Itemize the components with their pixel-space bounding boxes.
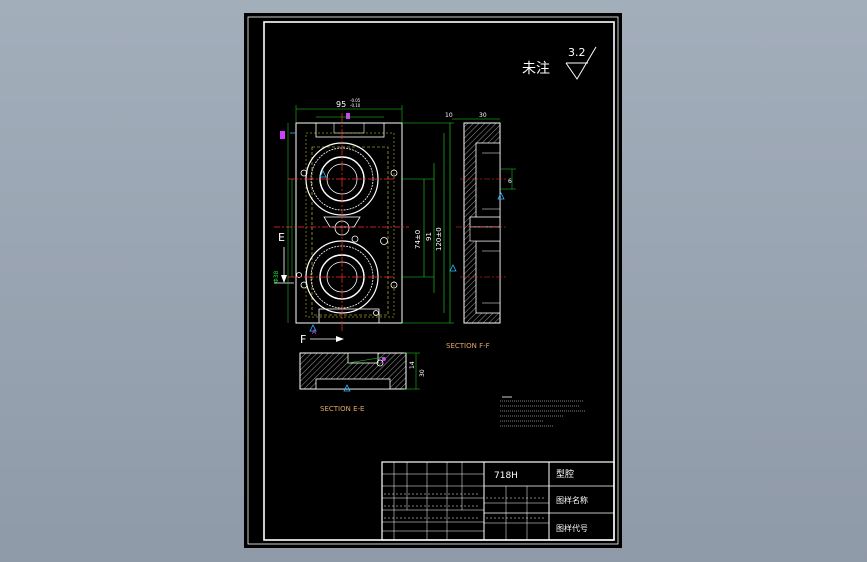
title-material: 718H bbox=[494, 471, 518, 481]
dim-91: 91 bbox=[425, 232, 433, 241]
roughness-check-icon bbox=[565, 46, 597, 80]
section-ee-view: 14 30 SECTION E-E bbox=[299, 352, 426, 413]
title-part-name: 型腔 bbox=[556, 468, 574, 480]
outer-frame bbox=[247, 16, 619, 545]
section-ee-label: SECTION E-E bbox=[320, 405, 364, 413]
dim-top-width: 95 bbox=[336, 100, 346, 109]
cad-drawing: 未注 3.2 bbox=[247, 16, 619, 545]
section-ff-label: SECTION F-F bbox=[446, 342, 490, 350]
title-drawing-name: 图样名称 bbox=[556, 495, 588, 505]
technical-notes-block bbox=[500, 396, 586, 427]
dim-top-tol-upper: -0.05 bbox=[350, 98, 361, 103]
cut-label-e: E bbox=[278, 231, 285, 244]
dim-top-tol-lower: -0.10 bbox=[350, 103, 361, 108]
dim-e-30: 30 bbox=[419, 369, 426, 377]
section-ff-view: 10 30 6 SECTION F-F bbox=[445, 112, 516, 350]
dim-side-30: 30 bbox=[479, 112, 487, 119]
cut-label-f: F bbox=[300, 333, 306, 346]
roughness-value: 3.2 bbox=[568, 46, 586, 59]
title-drawing-code: 图样代号 bbox=[556, 523, 588, 533]
surface-roughness-symbol: 未注 3.2 bbox=[522, 46, 597, 80]
svg-text:Φ38: Φ38 bbox=[273, 270, 280, 283]
roughness-note: 未注 bbox=[522, 61, 550, 77]
dim-74: 74±0 bbox=[414, 230, 422, 249]
drawing-sheet: 未注 3.2 bbox=[244, 13, 622, 548]
dim-e-14: 14 bbox=[409, 361, 416, 369]
dim-side-10: 10 bbox=[445, 112, 453, 119]
dim-120: 120±0 bbox=[435, 227, 443, 251]
title-block bbox=[381, 461, 615, 541]
dim-6: 6 bbox=[508, 178, 512, 185]
svg-text:A: A bbox=[312, 329, 317, 336]
front-view: E F A 95 -0.05 -0.10 Φ38 74±0 91 bbox=[273, 98, 454, 346]
